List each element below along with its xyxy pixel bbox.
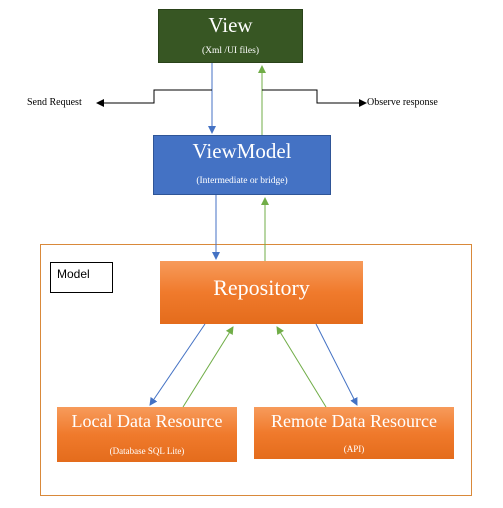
remote-data-resource-box: Remote Data Resource (API) xyxy=(254,407,454,459)
local-data-resource-box: Local Data Resource (Database SQL Lite) xyxy=(57,407,237,462)
arrow-repository-to-local xyxy=(149,323,206,406)
repository-title: Repository xyxy=(213,275,310,300)
view-title: View xyxy=(208,13,253,37)
viewmodel-box: ViewModel (Intermediate or bridge) xyxy=(153,135,331,195)
arrow-repository-to-remote xyxy=(315,323,358,406)
remote-data-resource-title: Remote Data Resource xyxy=(271,411,437,431)
arrow-send-request xyxy=(96,89,212,107)
observe-response-label: Observe response xyxy=(367,97,438,108)
local-data-resource-subtitle: (Database SQL Lite) xyxy=(109,446,185,456)
send-request-label: Send Request xyxy=(27,97,82,108)
view-box: View (Xml /UI files) xyxy=(158,9,303,63)
arrow-local-to-repository xyxy=(182,326,234,408)
viewmodel-title: ViewModel xyxy=(192,139,292,163)
viewmodel-subtitle: (Intermediate or bridge) xyxy=(196,176,288,186)
model-label: Model xyxy=(50,262,113,293)
remote-data-resource-subtitle: (API) xyxy=(343,444,365,454)
arrow-observe-response xyxy=(262,89,367,107)
repository-box: Repository xyxy=(160,261,363,324)
view-subtitle: (Xml /UI files) xyxy=(202,46,259,56)
local-data-resource-title: Local Data Resource xyxy=(71,411,223,431)
arrow-remote-to-repository xyxy=(276,326,327,408)
model-container xyxy=(40,244,472,496)
